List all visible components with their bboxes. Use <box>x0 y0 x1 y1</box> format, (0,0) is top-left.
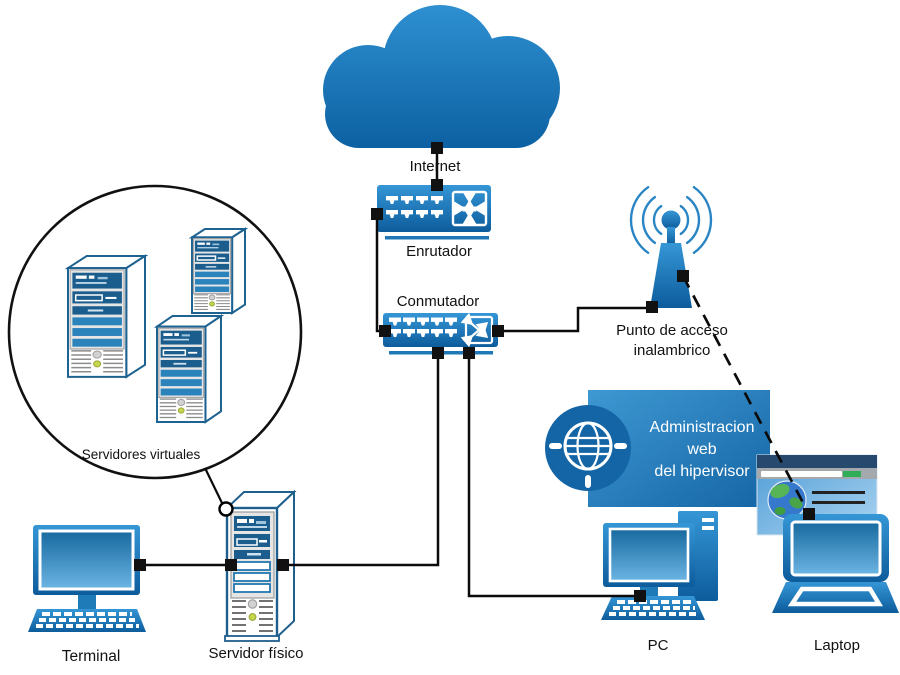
pc-label: PC <box>647 637 669 654</box>
terminal-icon <box>28 525 146 632</box>
browser-address-bar <box>761 471 842 477</box>
access-point-label-line1: Punto de acceso <box>616 322 728 339</box>
switch-label: Conmutador <box>396 293 480 310</box>
internet-cloud-icon <box>323 5 560 148</box>
hypervisor-admin-panel <box>545 390 770 507</box>
router-icon <box>377 185 491 240</box>
hypervisor-admin-line2: web <box>687 441 717 458</box>
edge-switch-pc <box>467 351 640 598</box>
router-label: Enrutador <box>406 243 472 260</box>
access-point-label-line2: inalambrico <box>633 342 711 359</box>
edge-switch-server <box>283 351 440 567</box>
hypervisor-admin-line3: del hipervisor <box>654 463 750 480</box>
virtual-server-icon-1 <box>66 254 147 378</box>
laptop-icon <box>772 514 899 613</box>
edge-switch-accesspoint <box>498 306 650 333</box>
wireless-waves-icon <box>629 186 713 254</box>
virtual-server-icon-3 <box>156 315 222 423</box>
callout-ring-icon <box>218 501 234 517</box>
pc-icon <box>601 511 718 620</box>
connector-squares <box>134 142 815 602</box>
internet-label: Internet <box>409 158 461 175</box>
laptop-label: Laptop <box>814 637 860 654</box>
access-point-label: Punto de acceso inalambrico <box>616 321 728 361</box>
hypervisor-admin-label: Administracion web del hipervisor <box>650 417 755 483</box>
virtual-server-icon-2 <box>191 228 246 314</box>
edge-accesspoint-laptop-dashed <box>681 275 811 515</box>
physical-server-icon <box>224 489 297 642</box>
physical-server-label: Servidor físico <box>208 645 304 662</box>
browser-go-button <box>843 471 861 477</box>
connection-lines <box>140 148 811 598</box>
terminal-label: Terminal <box>61 648 121 665</box>
virtual-servers-label: Servidores virtuales <box>81 447 201 462</box>
hypervisor-admin-line1: Administracion <box>649 419 755 436</box>
router-symbol-icon <box>451 190 488 227</box>
web-globe-badge-icon <box>545 405 631 491</box>
virtual-servers-circle <box>7 184 303 480</box>
access-point-icon <box>629 186 713 308</box>
callout-line <box>204 467 234 517</box>
